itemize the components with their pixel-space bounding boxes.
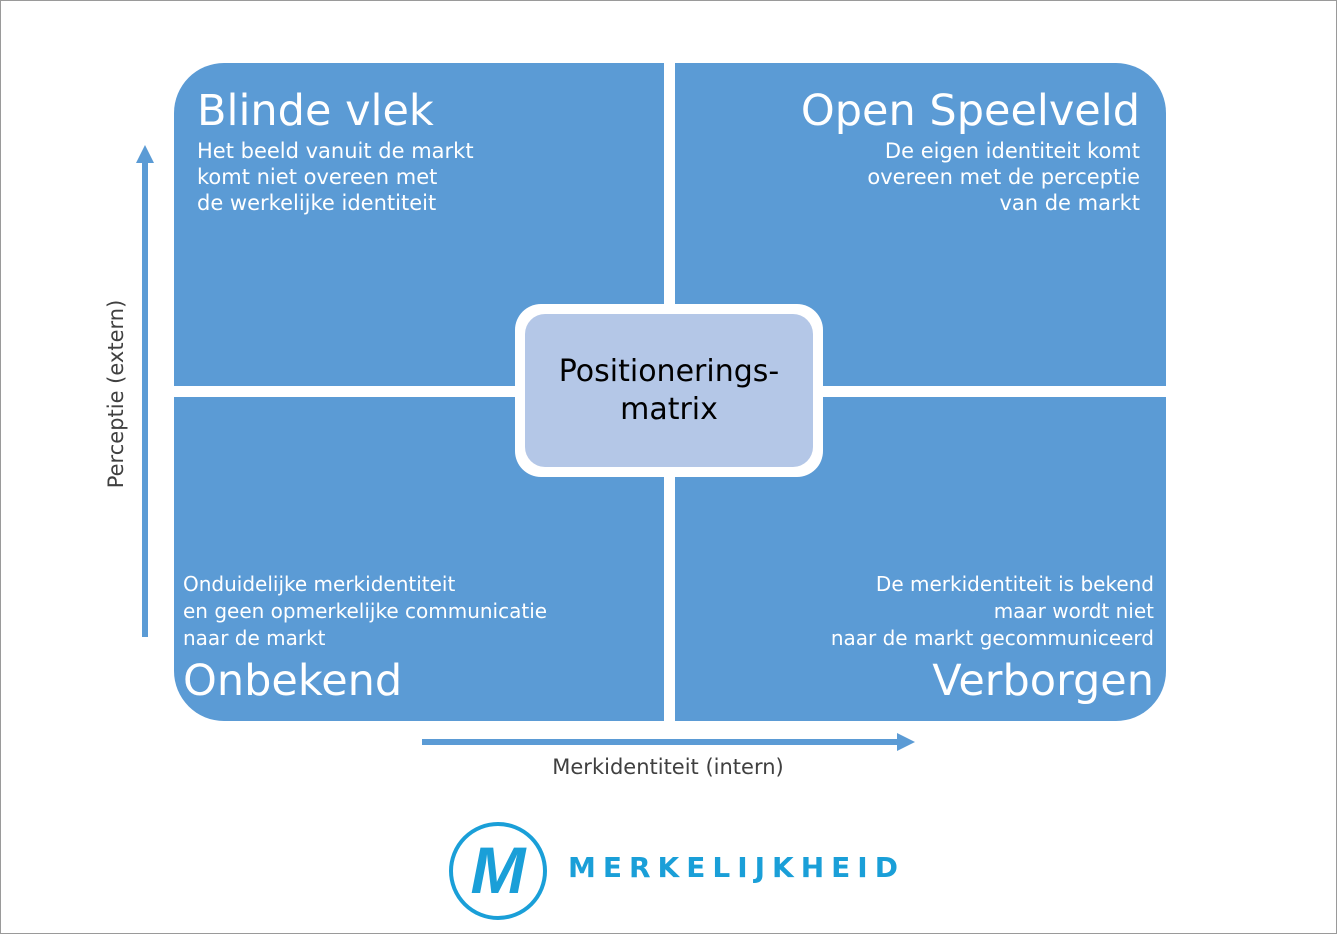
description-line: naar de markt xyxy=(183,626,326,650)
description-line: naar de markt gecommuniceerd xyxy=(830,626,1154,650)
quadrant-title: Open Speelveld xyxy=(800,86,1140,136)
horizontal-axis-label: Merkidentiteit (intern) xyxy=(552,755,784,779)
quadrant-description: Onduidelijke merkidentiteit en geen opme… xyxy=(183,571,547,652)
description-line: en geen opmerkelijke communicatie xyxy=(183,599,548,623)
quadrant-title: Verborgen xyxy=(932,656,1154,706)
merkelijkheid-logo-icon: M xyxy=(449,822,547,920)
quadrant-title: Blinde vlek xyxy=(197,86,434,136)
center-label-line: Positionerings- xyxy=(558,353,780,389)
description-line: komt niet overeen met xyxy=(197,165,438,189)
quadrant-description: De eigen identiteit komt overeen met de … xyxy=(867,138,1140,216)
quadrant-description: De merkidentiteit is bekend maar wordt n… xyxy=(831,571,1154,652)
brand-name: MERKELIJKHEID xyxy=(568,851,905,884)
description-line: De merkidentiteit is bekend xyxy=(875,572,1154,596)
vertical-axis-arrow-head xyxy=(136,145,154,163)
description-line: Het beeld vanuit de markt xyxy=(197,139,474,163)
quadrant-blinde-vlek: Blinde vlek Het beeld vanuit de markt ko… xyxy=(174,63,664,386)
description-line: Onduidelijke merkidentiteit xyxy=(183,572,456,596)
quadrant-title: Onbekend xyxy=(183,656,403,706)
description-line: van de markt xyxy=(999,191,1140,215)
logo-mark-letter: M xyxy=(471,833,528,907)
quadrant-description: Het beeld vanuit de markt komt niet over… xyxy=(197,138,474,216)
horizontal-axis-arrow-line xyxy=(422,739,899,745)
center-label-line: matrix xyxy=(620,391,718,427)
description-line: De eigen identiteit komt xyxy=(884,139,1140,163)
quadrant-onbekend: Onduidelijke merkidentiteit en geen opme… xyxy=(174,397,664,721)
vertical-axis-arrow-line xyxy=(142,159,148,637)
horizontal-axis-arrow-head xyxy=(897,733,915,751)
description-line: de werkelijke identiteit xyxy=(197,191,437,215)
vertical-axis-label: Perceptie (extern) xyxy=(104,299,128,489)
description-line: overeen met de perceptie xyxy=(867,165,1140,189)
center-label: Positionerings- matrix xyxy=(525,314,813,467)
positioning-matrix: Blinde vlek Het beeld vanuit de markt ko… xyxy=(174,63,1166,721)
center-label-box: Positionerings- matrix xyxy=(515,304,823,477)
description-line: maar wordt niet xyxy=(993,599,1154,623)
